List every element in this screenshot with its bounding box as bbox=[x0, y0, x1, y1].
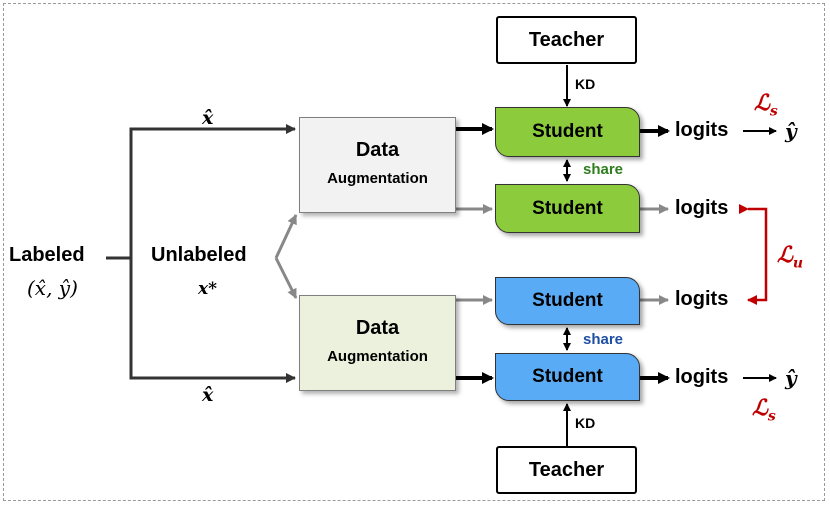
student-1: Student bbox=[495, 107, 640, 157]
supervised-loss-top: ℒs bbox=[754, 90, 778, 119]
yhat-bottom: ŷ bbox=[785, 366, 797, 390]
unlabeled-up-branch bbox=[274, 214, 298, 259]
xhat-top-label: x̂ bbox=[202, 107, 214, 129]
supervised-loss-bottom: ℒs bbox=[752, 395, 776, 424]
share-label-top: share bbox=[583, 161, 624, 178]
kd-label-bottom: KD bbox=[575, 415, 596, 431]
augmentation-subtitle: Augmentation bbox=[327, 170, 428, 187]
consistency-bracket bbox=[739, 204, 768, 305]
augmentation-title: Data bbox=[355, 317, 400, 339]
unlabeled-var: x* bbox=[198, 279, 218, 299]
logits-2: logits bbox=[675, 197, 729, 219]
labeled-bottom-branch bbox=[129, 258, 296, 383]
loss-symbol: ℒ bbox=[754, 90, 770, 116]
yhat-top: ŷ bbox=[785, 119, 797, 143]
unlabeled-label: Unlabeled bbox=[151, 244, 247, 266]
student-3: Student bbox=[495, 277, 640, 325]
augmentation-subtitle: Augmentation bbox=[327, 348, 428, 365]
teacher-top: Teacher bbox=[496, 16, 637, 64]
logits-1: logits bbox=[675, 119, 729, 141]
xhat-bottom-label: x̂ bbox=[202, 384, 214, 406]
consistency-loss: ℒu bbox=[777, 242, 803, 271]
logits-3: logits bbox=[675, 288, 729, 310]
share-label-bottom: share bbox=[583, 331, 624, 348]
student-4: Student bbox=[495, 353, 640, 401]
logits-4: logits bbox=[675, 366, 729, 388]
dashed-frame bbox=[3, 3, 825, 501]
data-augmentation-top: Data Augmentation bbox=[299, 117, 456, 213]
unlabeled-down-branch bbox=[274, 257, 298, 299]
loss-subscript: u bbox=[792, 255, 804, 272]
labeled-top-branch bbox=[129, 124, 296, 258]
loss-symbol: ℒ bbox=[777, 242, 793, 268]
labeled-pair: (x̂, ŷ) bbox=[27, 276, 78, 300]
loss-subscript: s bbox=[767, 408, 776, 425]
labeled-label: Labeled bbox=[9, 244, 85, 266]
loss-symbol: ℒ bbox=[752, 395, 768, 421]
teacher-bottom: Teacher bbox=[496, 446, 637, 494]
loss-subscript: s bbox=[769, 103, 778, 120]
augmentation-title: Data bbox=[355, 139, 400, 161]
student-2: Student bbox=[495, 184, 640, 233]
kd-label-top: KD bbox=[575, 76, 596, 92]
data-augmentation-bottom: Data Augmentation bbox=[299, 295, 456, 391]
